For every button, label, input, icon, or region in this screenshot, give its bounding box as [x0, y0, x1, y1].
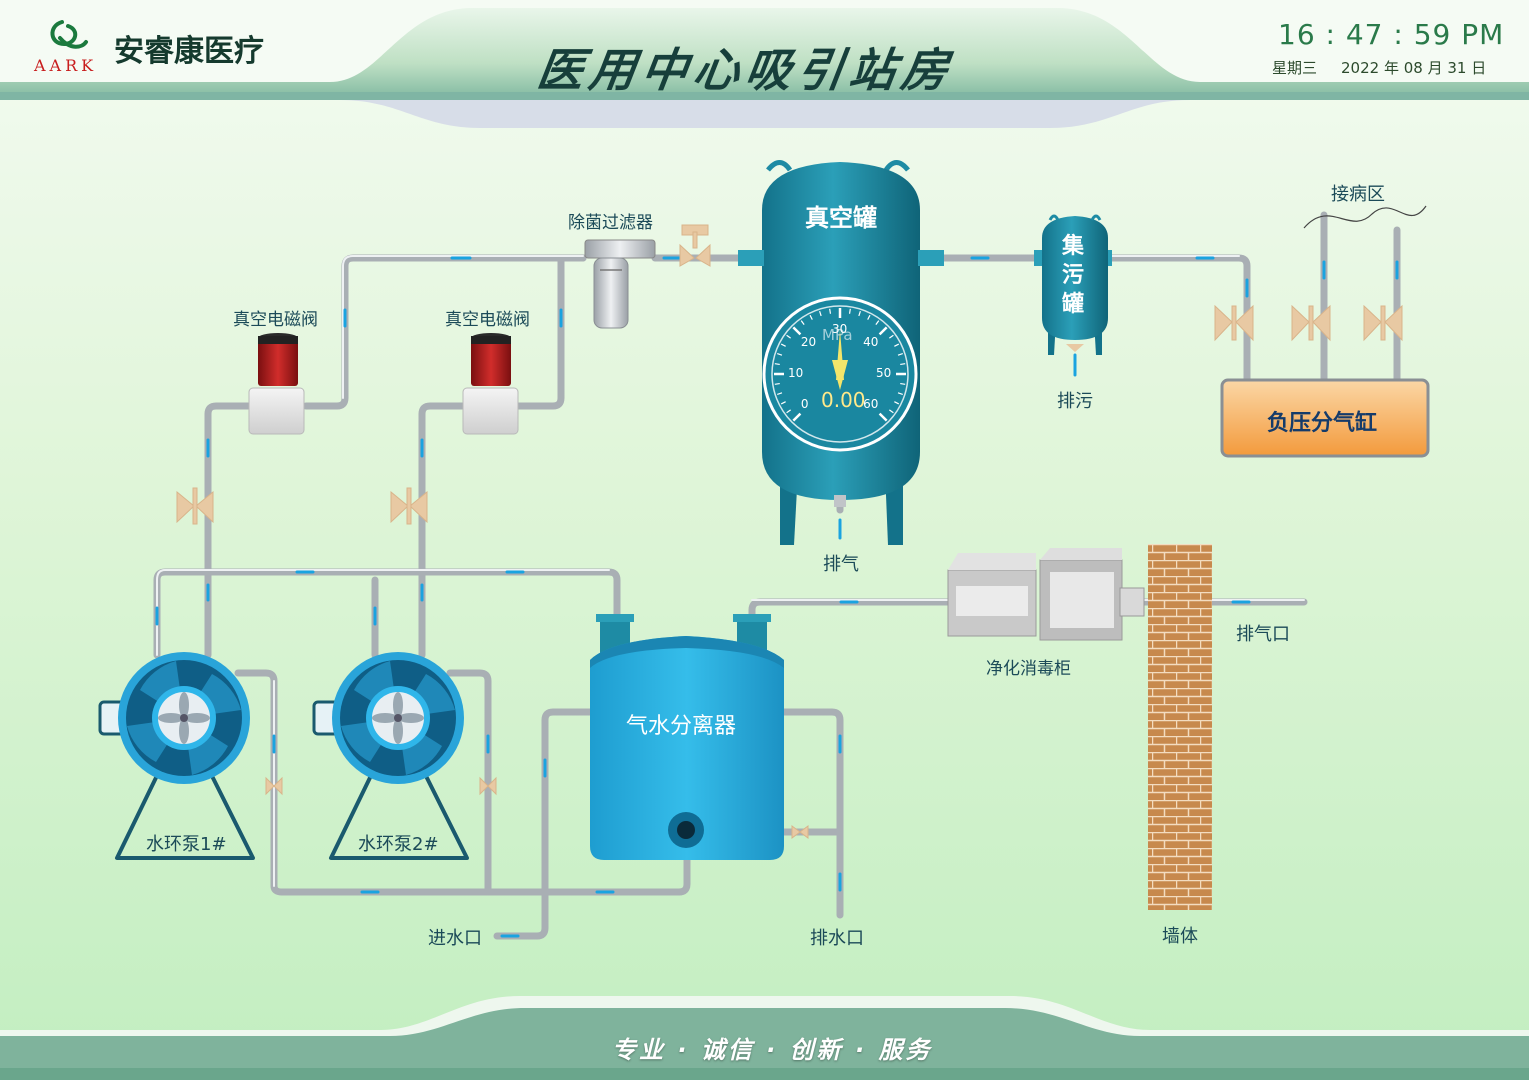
- valve-icon: [265, 776, 809, 839]
- water-inlet-label: 进水口: [428, 928, 482, 949]
- weekday: 星期三: [1272, 59, 1318, 77]
- gauge-tick: [867, 314, 871, 320]
- gauge-tick: [875, 320, 880, 326]
- pump-1-label: 水环泵1#: [146, 834, 227, 855]
- gauge-tick: [777, 392, 783, 395]
- purifier-cabinet[interactable]: [947, 548, 1145, 641]
- area-boundary: [1303, 205, 1427, 229]
- header-band: [0, 0, 1529, 128]
- gauge-tick: [809, 314, 813, 320]
- sewage-tank-label-char: 罐: [1062, 292, 1085, 317]
- sewage-tank[interactable]: [1034, 214, 1112, 355]
- gauge-tick-label: 40: [863, 334, 879, 349]
- solenoid-valve-1[interactable]: [248, 333, 305, 435]
- valve-icon: [176, 487, 214, 525]
- cylinder-label: 负压分气缸: [1267, 411, 1378, 436]
- gauge-tick: [900, 382, 906, 385]
- water-ring-pump-2[interactable]: [312, 652, 469, 860]
- gauge-tick-label: 20: [800, 334, 817, 349]
- vacuum-gauge: [762, 296, 918, 452]
- gauge-tick: [878, 326, 888, 336]
- pipe-network: [153, 211, 1401, 940]
- gauge-tick: [792, 412, 802, 422]
- gauge-tick: [878, 412, 888, 422]
- gauge-tick: [829, 308, 832, 314]
- solenoid-2-label: 真空电磁阀: [445, 310, 530, 330]
- flow-indicators: [155, 256, 1399, 938]
- sewage-tank-label-char: 集: [1062, 234, 1085, 259]
- valve-icon: [390, 487, 428, 525]
- solenoid-valve-2[interactable]: [462, 333, 519, 435]
- clock-time: 16 : 47 : 59 PM: [1278, 18, 1505, 51]
- gauge-tick: [780, 343, 786, 347]
- gauge-unit: MPa: [822, 326, 853, 344]
- gas-water-separator[interactable]: [590, 614, 784, 860]
- solenoid-1-label: 真空电磁阀: [233, 310, 318, 330]
- footer-slogan: 专业 · 诚信 · 创新 · 服务: [612, 1036, 933, 1064]
- gauge-tick: [819, 311, 822, 317]
- exhaust-port-label: 排气口: [1236, 624, 1290, 645]
- water-ring-pump-1[interactable]: [98, 652, 255, 860]
- gauge-tick: [777, 353, 783, 356]
- separator-label: 气水分离器: [626, 714, 737, 739]
- wall-label: 墙体: [1162, 926, 1198, 947]
- valve-icon: [1291, 304, 1331, 342]
- gauge-tick-label: 60: [863, 397, 879, 412]
- gauge-tick: [897, 353, 903, 356]
- sewage-drain-label: 排污: [1057, 391, 1093, 412]
- sewage-tank-label: 集 污 罐: [1062, 232, 1084, 319]
- vacuum-tank-label: 真空罐: [805, 204, 877, 232]
- footer-band: [0, 996, 1529, 1080]
- gauge-tick: [800, 320, 805, 326]
- gauge-tick-label: 30: [832, 322, 848, 336]
- sewage-tank-label-char: 污: [1062, 263, 1085, 288]
- gauge-tick-label: 0: [800, 397, 809, 412]
- gauge-tick: [894, 343, 900, 347]
- brand-abbr: AARK: [34, 56, 98, 75]
- filter-label: 除菌过滤器: [568, 213, 653, 233]
- gauge-tick: [792, 326, 802, 336]
- patient-area-label: 接病区: [1331, 184, 1385, 205]
- pump-2-label: 水环泵2#: [358, 834, 439, 855]
- gauge-value: 0.00: [821, 388, 866, 412]
- gauge-tick: [888, 334, 894, 339]
- date: 2022 年 08 月 31 日: [1341, 59, 1487, 77]
- gauge-tick: [774, 382, 780, 385]
- sterilizing-filter[interactable]: [584, 239, 656, 329]
- valve-icon: [1363, 304, 1403, 342]
- exhaust-bottom-label: 排气: [823, 554, 859, 575]
- gauge-tick: [848, 308, 851, 314]
- purifier-label: 净化消毒柜: [986, 659, 1071, 679]
- brand-name: 安睿康医疗: [114, 34, 264, 69]
- water-outlet-label: 排水口: [810, 928, 864, 949]
- gauge-tick-label: 50: [876, 366, 892, 380]
- valve-icon: [1214, 304, 1254, 342]
- gauge-tick: [897, 392, 903, 395]
- gauge-tick: [858, 311, 861, 317]
- gauge-tick-marks: [774, 308, 906, 422]
- gauge-tick: [780, 401, 786, 405]
- gauge-tick-label: 10: [788, 366, 804, 380]
- page-title: 医用中心吸引站房: [533, 43, 958, 97]
- gauge-tick: [894, 401, 900, 405]
- gauge-tick: [900, 363, 906, 366]
- negative-pressure-cylinder[interactable]: [1220, 378, 1430, 458]
- hand-valves: [176, 224, 1403, 839]
- aark-logo-icon: [50, 20, 88, 49]
- gauge-tick: [888, 409, 894, 414]
- gauge-tick: [786, 334, 792, 339]
- gauge-tick: [786, 409, 792, 414]
- brick-wall: [1148, 544, 1212, 910]
- valve-icon: [679, 224, 711, 267]
- gauge-tick: [774, 363, 780, 366]
